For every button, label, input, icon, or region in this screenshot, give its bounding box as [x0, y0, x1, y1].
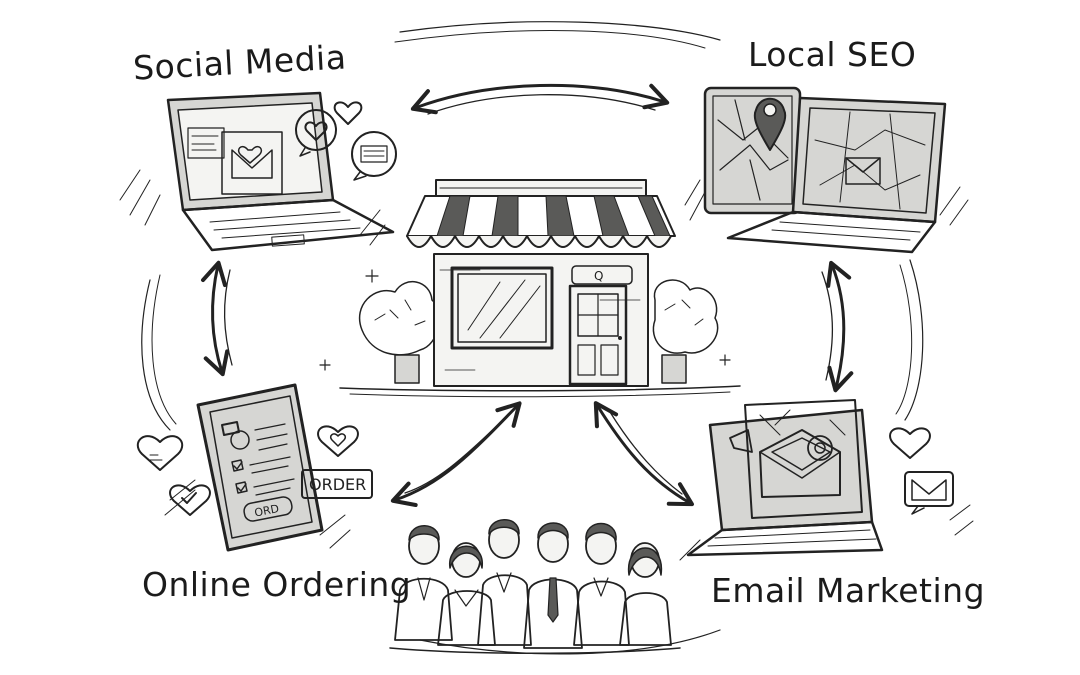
- arrow-social-ordering: [212, 265, 222, 372]
- order-tag: ORDER: [302, 470, 372, 498]
- social-media-laptop: [120, 93, 396, 250]
- arrow-store-ordering: [395, 405, 518, 500]
- person-2: [438, 543, 495, 645]
- person-4: [524, 523, 582, 648]
- map-tablet: [705, 88, 800, 213]
- local-seo-devices: [685, 88, 968, 252]
- label-email-marketing: Email Marketing: [711, 574, 985, 607]
- door-sign-text: Q: [594, 269, 603, 283]
- arrow-store-email: [597, 405, 690, 503]
- order-tag-text: ORDER: [309, 475, 366, 494]
- heart-bubble-email-icon: [890, 428, 930, 458]
- label-social-media: Social Media: [132, 40, 347, 84]
- heart-check-icon: [170, 485, 210, 515]
- online-ordering-phone: ORD ORDER: [138, 385, 372, 550]
- message-bubble-icon: [352, 132, 396, 180]
- label-online-ordering: Online Ordering: [142, 568, 411, 601]
- heart-bubble-right-icon: [318, 426, 358, 456]
- customer-group: [390, 520, 680, 654]
- email-marketing-laptop: [680, 400, 973, 560]
- small-heart-icon: [335, 102, 362, 124]
- mail-bubble-icon: [905, 472, 953, 514]
- storefront: Q: [320, 180, 740, 397]
- person-5: [574, 524, 629, 646]
- heart-bubble-left-icon: [138, 436, 182, 470]
- awning: [407, 196, 675, 247]
- person-3: [478, 520, 531, 645]
- tree-right: [653, 280, 717, 383]
- tree-left: [360, 282, 440, 383]
- arrow-social-seo: [415, 85, 665, 108]
- arrow-seo-email: [832, 265, 844, 388]
- label-local-seo: Local SEO: [748, 38, 916, 71]
